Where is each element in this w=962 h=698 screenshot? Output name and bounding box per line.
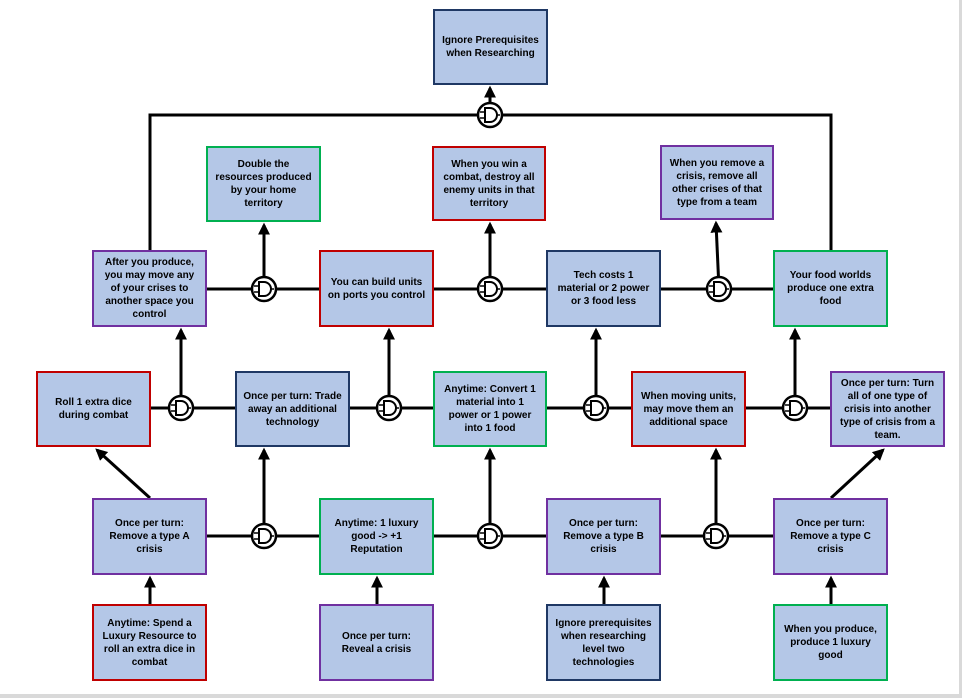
- node-ignore-prerequisites: Ignore Prerequisites when Researching: [433, 9, 548, 85]
- node-move-crises-label: After you produce, you may move any of y…: [104, 257, 195, 320]
- window-edge-right: [959, 0, 962, 698]
- arrow-to-turn-crisis: [829, 448, 885, 500]
- node-remove-type-c: Once per turn: Remove a type C crisis: [773, 498, 888, 575]
- and-gate-icon: [250, 275, 278, 303]
- node-ignore-level-two: Ignore prerequisites when researching le…: [546, 604, 661, 681]
- node-luxury-dice-label: Anytime: Spend a Luxury Resource to roll…: [102, 617, 197, 668]
- and-gate-icon: [476, 275, 504, 303]
- node-remove-type-a: Once per turn: Remove a type A crisis: [92, 498, 207, 575]
- and-gate-icon: [375, 394, 403, 422]
- and-gate-icon: [250, 522, 278, 550]
- node-remove-crisis-all: When you remove a crisis, remove all oth…: [660, 145, 774, 220]
- and-gate-icon: [582, 394, 610, 422]
- node-trade-tech-label: Once per turn: Trade away an additional …: [243, 390, 342, 428]
- and-gate-icon: [476, 522, 504, 550]
- node-ignore-prerequisites-label: Ignore Prerequisites when Researching: [442, 35, 539, 59]
- node-tech-cost: Tech costs 1 material or 2 power or 3 fo…: [546, 250, 661, 327]
- node-move-crises: After you produce, you may move any of y…: [92, 250, 207, 327]
- and-gate-icon: [702, 522, 730, 550]
- node-luxury-reputation-label: Anytime: 1 luxury good -> +1 Reputation: [334, 518, 419, 555]
- node-remove-type-a-label: Once per turn: Remove a type A crisis: [109, 518, 190, 555]
- node-double-resources-label: Double the resources produced by your ho…: [215, 159, 312, 209]
- node-win-combat-label: When you win a combat, destroy all enemy…: [443, 158, 535, 209]
- node-win-combat: When you win a combat, destroy all enemy…: [432, 146, 546, 221]
- and-gate-icon: [167, 394, 195, 422]
- and-gate-icon: [705, 275, 733, 303]
- node-food-worlds: Your food worlds produce one extra food: [773, 250, 888, 327]
- node-trade-tech: Once per turn: Trade away an additional …: [235, 371, 350, 447]
- node-moving-units: When moving units, may move them an addi…: [631, 371, 746, 447]
- node-convert-material-label: Anytime: Convert 1 material into 1 power…: [444, 384, 536, 434]
- node-roll-dice-label: Roll 1 extra dice during combat: [55, 397, 132, 421]
- arrow-to-roll-dice: [95, 448, 152, 500]
- node-reveal-crisis-label: Once per turn: Reveal a crisis: [341, 630, 412, 655]
- node-luxury-dice: Anytime: Spend a Luxury Resource to roll…: [92, 604, 207, 681]
- and-gate-icon: [476, 101, 504, 129]
- node-food-worlds-label: Your food worlds produce one extra food: [787, 270, 874, 307]
- node-reveal-crisis: Once per turn: Reveal a crisis: [319, 604, 434, 681]
- node-luxury-reputation: Anytime: 1 luxury good -> +1 Reputation: [319, 498, 434, 575]
- node-remove-type-c-label: Once per turn: Remove a type C crisis: [790, 518, 871, 555]
- node-remove-crisis-all-label: When you remove a crisis, remove all oth…: [669, 157, 765, 208]
- and-gate-icon: [781, 394, 809, 422]
- node-remove-type-b-label: Once per turn: Remove a type B crisis: [563, 518, 644, 555]
- node-moving-units-label: When moving units, may move them an addi…: [641, 390, 736, 428]
- node-remove-type-b: Once per turn: Remove a type B crisis: [546, 498, 661, 575]
- node-ignore-level-two-label: Ignore prerequisites when researching le…: [555, 617, 652, 668]
- node-turn-crisis-label: Once per turn: Turn all of one type of c…: [839, 377, 936, 441]
- node-convert-material: Anytime: Convert 1 material into 1 power…: [433, 371, 547, 447]
- node-turn-crisis: Once per turn: Turn all of one type of c…: [830, 371, 945, 447]
- node-build-ports: You can build units on ports you control: [319, 250, 434, 327]
- node-build-ports-label: You can build units on ports you control: [327, 276, 426, 301]
- node-produce-luxury: When you produce, produce 1 luxury good: [773, 604, 888, 681]
- window-edge-bottom: [0, 694, 962, 698]
- node-roll-dice: Roll 1 extra dice during combat: [36, 371, 151, 447]
- node-tech-cost-label: Tech costs 1 material or 2 power or 3 fo…: [557, 270, 650, 307]
- node-produce-luxury-label: When you produce, produce 1 luxury good: [784, 624, 877, 661]
- node-double-resources: Double the resources produced by your ho…: [206, 146, 321, 222]
